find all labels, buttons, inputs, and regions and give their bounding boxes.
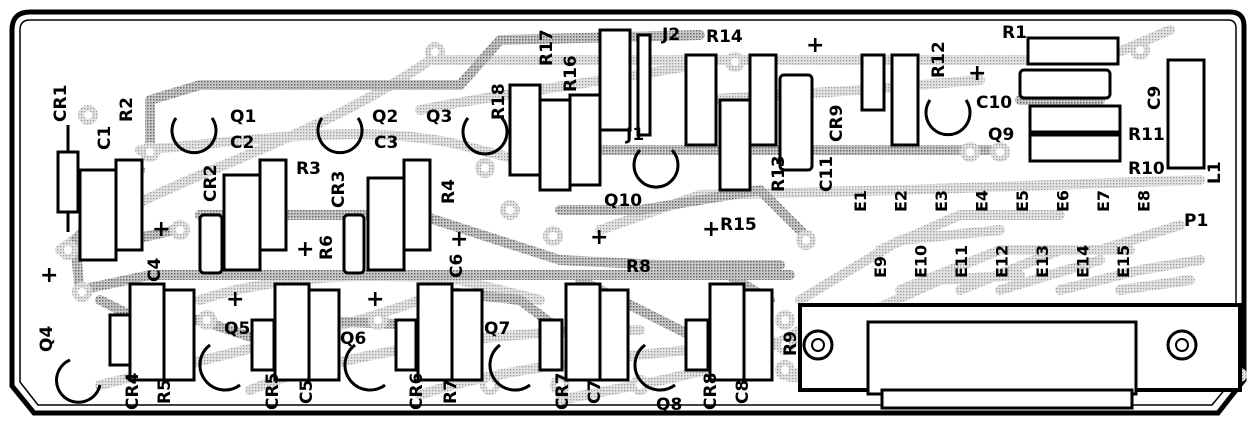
label-r16: R16	[561, 55, 581, 92]
pin-label-e10: E10	[912, 245, 931, 278]
label-j2: J2	[661, 25, 680, 45]
label-r6: R6	[317, 235, 337, 260]
label-l1: L1	[1205, 161, 1225, 184]
plus-mark: +	[702, 217, 720, 242]
label-r15: R15	[720, 215, 757, 235]
label-c10: C10	[976, 93, 1012, 113]
pin-label-e6: E6	[1054, 190, 1073, 212]
plus-mark: +	[450, 227, 468, 252]
label-q3: Q3	[426, 107, 452, 127]
label-cr1: CR1	[51, 85, 71, 122]
pins-bottom: E9 E10 E11 E12 E13 E14 E15	[871, 245, 1133, 278]
ref-labels: CR1 R2 C1 Q1 C2 CR2 R3 Q2 C3 CR3 R4 Q3 R…	[37, 23, 1225, 415]
plus-mark: +	[366, 287, 384, 312]
label-q8: Q8	[656, 395, 682, 415]
pin-label-e3: E3	[932, 190, 951, 212]
label-q9: Q9	[988, 125, 1014, 145]
label-c1: C1	[95, 126, 115, 150]
label-r9: R9	[781, 331, 801, 356]
label-c8: C8	[733, 380, 753, 404]
label-q10: Q10	[604, 191, 642, 211]
label-c7: C7	[585, 380, 605, 404]
label-c5: C5	[297, 380, 317, 404]
label-j1: J1	[625, 125, 644, 145]
label-c2: C2	[230, 133, 254, 153]
label-q6: Q6	[340, 329, 366, 349]
components	[55, 28, 1206, 404]
label-r8: R8	[626, 257, 651, 277]
label-r18: R18	[489, 83, 509, 120]
label-cr6: CR6	[407, 373, 427, 410]
label-q2: Q2	[372, 107, 398, 127]
label-r7: R7	[441, 379, 461, 404]
pin-label-e9: E9	[871, 256, 890, 278]
label-r5: R5	[155, 379, 175, 404]
pins-top: E1 E2 E3 E4 E5 E6 E7 E8	[851, 190, 1154, 212]
plus-mark: +	[226, 287, 244, 312]
pin-label-e4: E4	[973, 190, 992, 212]
plus-mark: +	[968, 61, 986, 86]
label-cr3: CR3	[329, 171, 349, 208]
label-c3: C3	[374, 133, 398, 153]
label-cr8: CR8	[701, 373, 721, 410]
plus-mark: +	[296, 237, 314, 262]
pin-label-e8: E8	[1135, 190, 1154, 212]
label-p1: P1	[1184, 211, 1208, 231]
label-c6: C6	[447, 254, 467, 278]
pin-label-e1: E1	[851, 190, 870, 212]
label-c11: C11	[817, 156, 837, 192]
label-cr7: CR7	[553, 373, 573, 410]
label-q4: Q4	[37, 326, 57, 352]
pin-label-e13: E13	[1033, 245, 1052, 278]
label-q1: Q1	[230, 107, 256, 127]
polarity-marks: + + + + + + + + + +	[40, 33, 986, 312]
label-cr5: CR5	[263, 373, 283, 410]
label-cr4: CR4	[123, 372, 143, 410]
pads	[58, 40, 1150, 395]
label-r14: R14	[706, 27, 743, 47]
pin-label-e7: E7	[1094, 190, 1113, 212]
label-r11: R11	[1128, 125, 1165, 145]
pin-label-e11: E11	[952, 245, 971, 278]
label-cr9: CR9	[827, 105, 847, 142]
label-c9: C9	[1145, 86, 1165, 110]
plus-mark: +	[590, 225, 608, 250]
label-r12: R12	[929, 41, 949, 78]
plus-mark: +	[40, 263, 58, 288]
label-r1: R1	[1002, 23, 1027, 43]
label-r4: R4	[439, 179, 459, 204]
pin-label-e2: E2	[892, 190, 911, 212]
label-c4: C4	[145, 258, 165, 282]
pin-label-e5: E5	[1013, 190, 1032, 212]
label-q5: Q5	[224, 319, 250, 339]
label-q7: Q7	[484, 319, 510, 339]
label-r2: R2	[117, 97, 137, 122]
pin-label-e14: E14	[1074, 245, 1093, 278]
pin-label-e12: E12	[993, 245, 1012, 278]
connector-p1	[798, 303, 1242, 410]
label-r10: R10	[1128, 159, 1165, 179]
label-r13: R13	[769, 155, 789, 192]
plus-mark: +	[152, 217, 170, 242]
label-r3: R3	[296, 159, 321, 179]
label-r17: R17	[537, 29, 557, 66]
label-cr2: CR2	[201, 165, 221, 202]
pin-label-e15: E15	[1114, 245, 1133, 278]
plus-mark: +	[806, 33, 824, 58]
